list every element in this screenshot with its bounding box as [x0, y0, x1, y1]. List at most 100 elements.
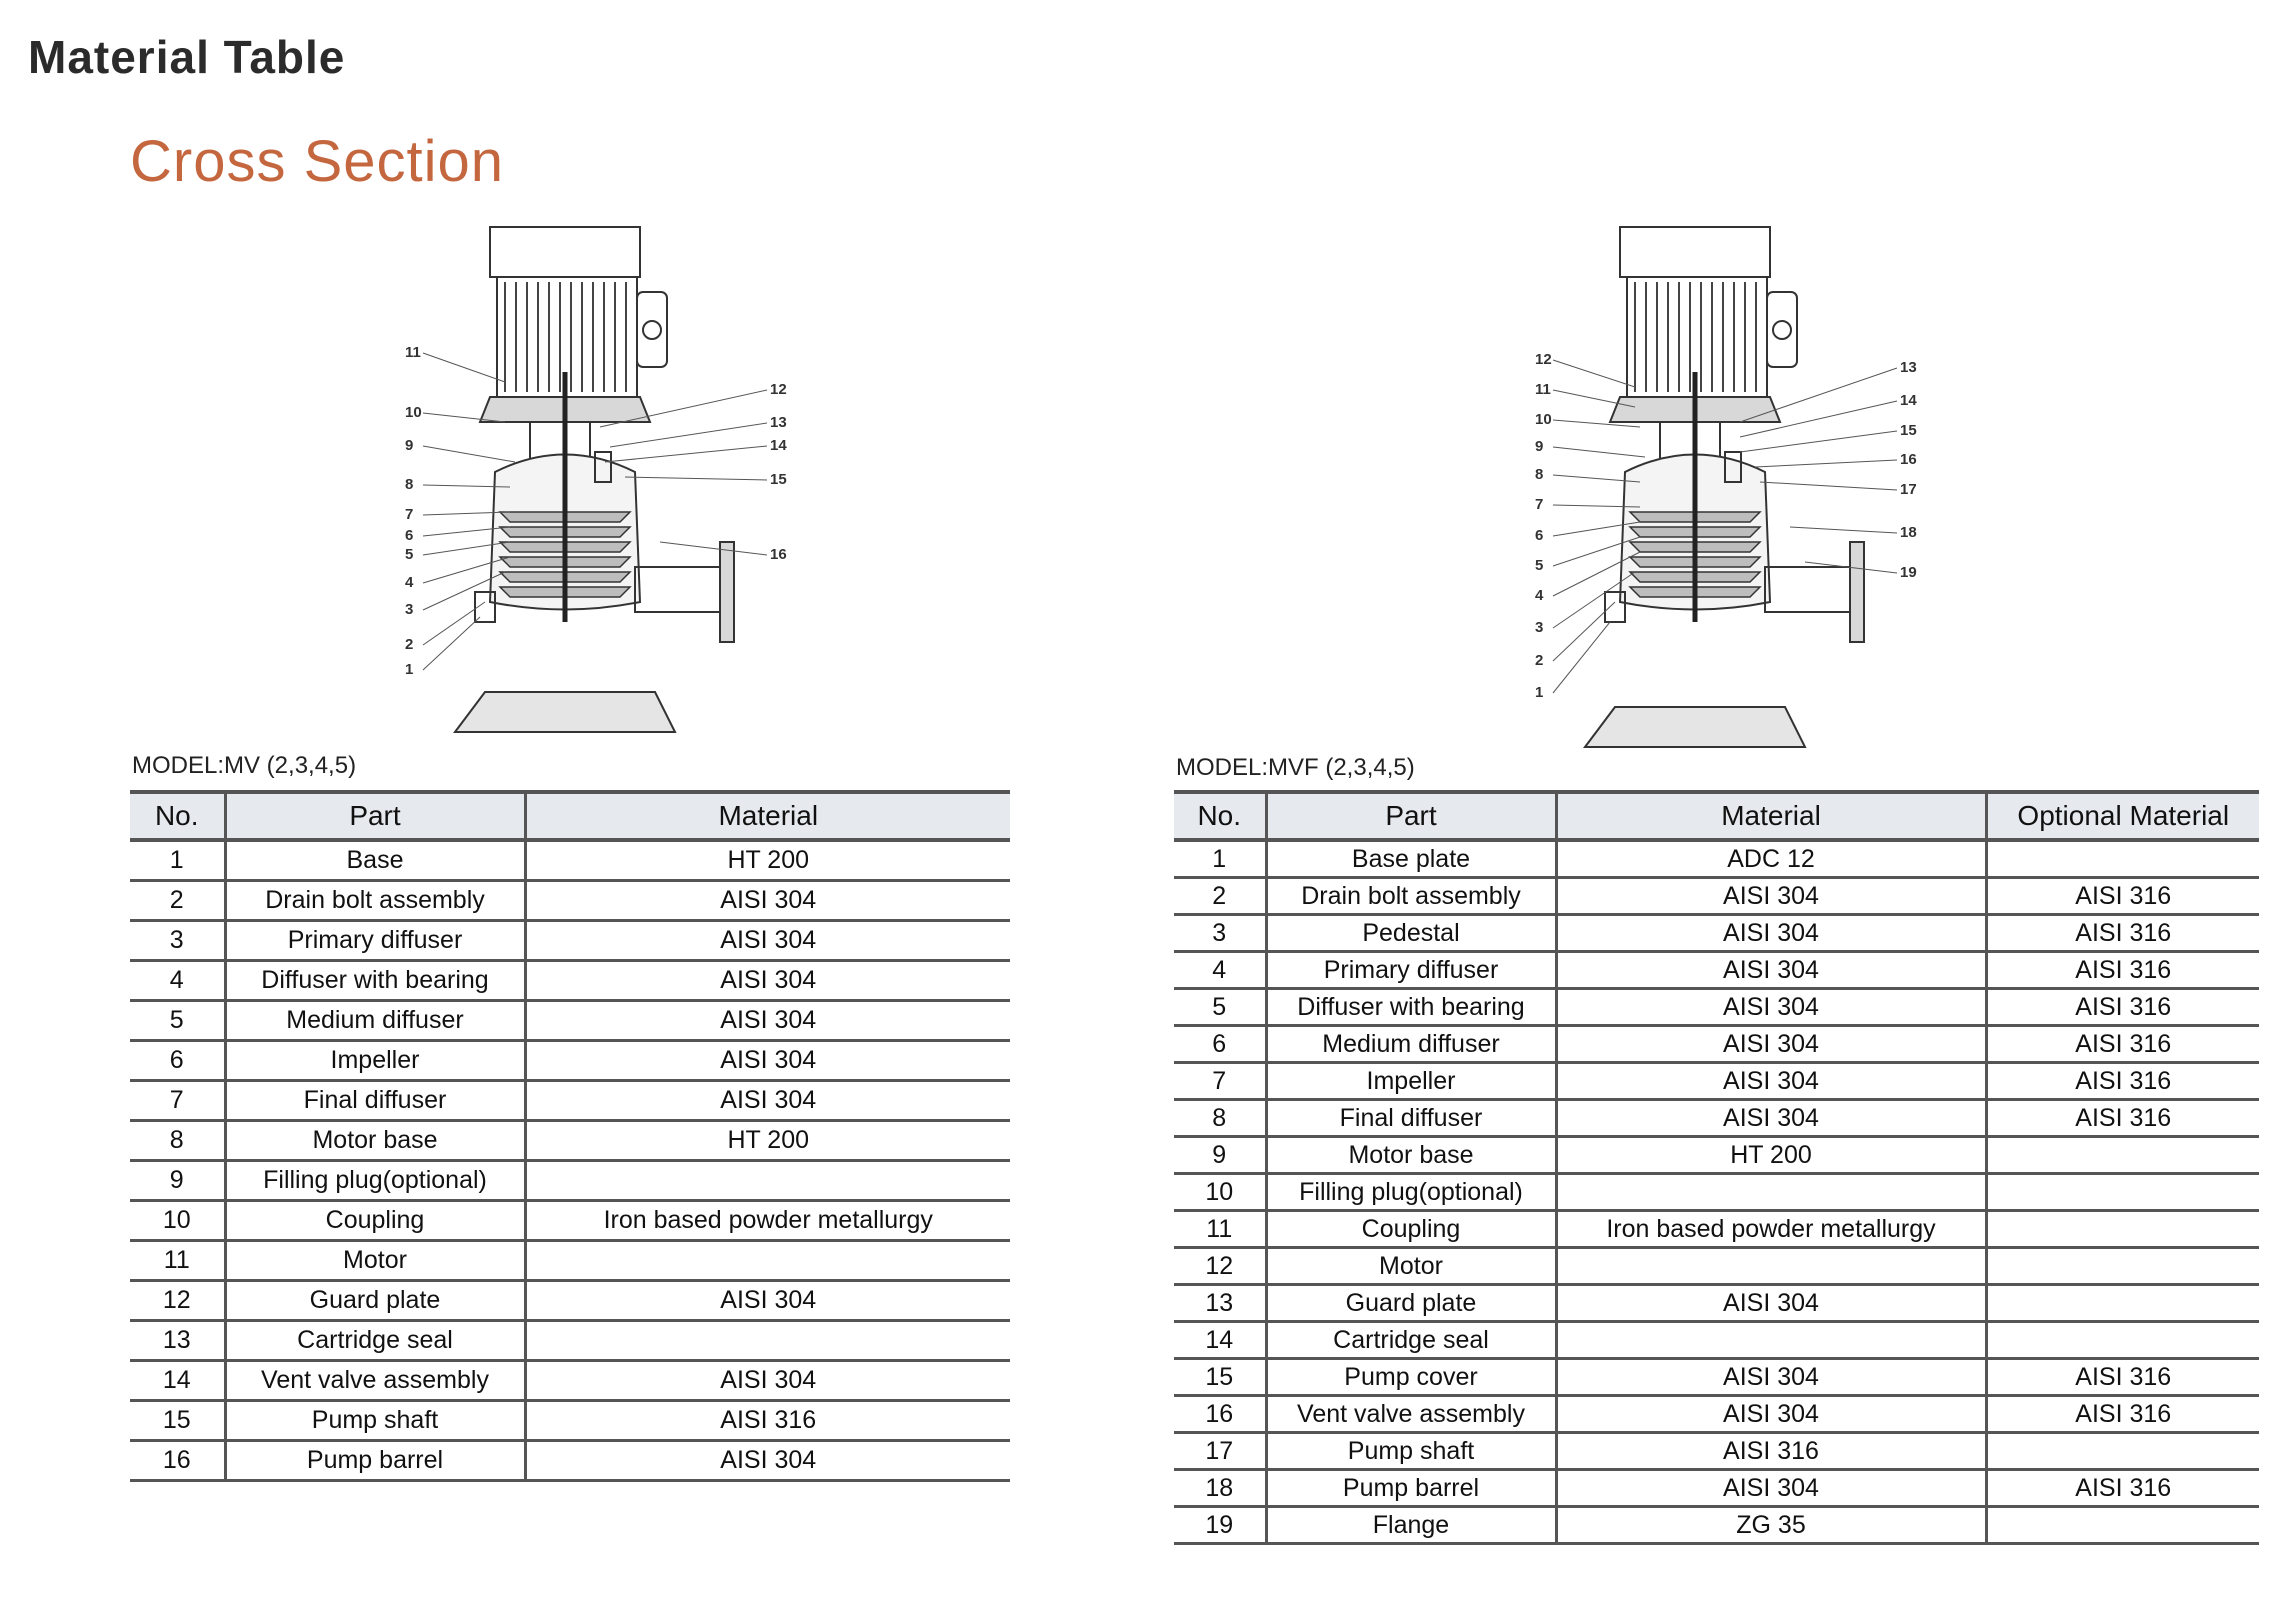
callout-leader: [1759, 481, 1898, 491]
cell-material: [523, 1240, 1010, 1282]
cell-no: 8: [1174, 1099, 1266, 1138]
motor-cap: [489, 226, 641, 278]
column-header-material: Material: [1554, 790, 1986, 842]
callout-leader: [422, 526, 511, 537]
cell-no: 1: [130, 840, 225, 882]
callout-leader: [1552, 551, 1641, 597]
callout-leader: [422, 616, 481, 671]
cell-material: ADC 12: [1554, 840, 1986, 879]
cell-no: 15: [1174, 1358, 1266, 1397]
cell-part: Pump shaft: [223, 1400, 525, 1442]
callout-leader: [422, 571, 506, 611]
cell-optional-material: [1984, 840, 2259, 879]
cell-no: 7: [1174, 1062, 1266, 1101]
cell-optional-material: AISI 316: [1984, 914, 2259, 953]
cell-optional-material: AISI 316: [1984, 1099, 2259, 1138]
cell-part: Base plate: [1264, 840, 1556, 879]
mvf-model-label: MODEL:MVF (2,3,4,5): [1176, 754, 1415, 781]
callout-label: 7: [1535, 496, 1543, 513]
cell-part: Pump barrel: [223, 1440, 525, 1482]
cell-part: Motor base: [223, 1120, 525, 1162]
outlet-pipe: [634, 566, 726, 613]
callout-label: 6: [1535, 527, 1543, 544]
cell-no: 3: [130, 920, 225, 962]
cell-material: AISI 304: [523, 1280, 1010, 1322]
callout-label: 10: [1535, 411, 1552, 428]
cell-optional-material: [1984, 1136, 2259, 1175]
cell-no: 3: [1174, 914, 1266, 953]
cell-no: 13: [1174, 1284, 1266, 1323]
callout-label: 1: [405, 661, 413, 678]
cell-no: 13: [130, 1320, 225, 1362]
callout-leader: [422, 601, 486, 646]
cell-material: AISI 304: [1554, 1099, 1986, 1138]
cell-optional-material: AISI 316: [1984, 1025, 2259, 1064]
callout-label: 14: [770, 437, 787, 454]
cell-material: AISI 304: [1554, 914, 1986, 953]
cell-no: 16: [130, 1440, 225, 1482]
cell-part: Motor: [1264, 1247, 1556, 1286]
cell-material: AISI 304: [1554, 1025, 1986, 1064]
cell-no: 11: [1174, 1210, 1266, 1249]
callout-leader: [1552, 474, 1641, 483]
cell-no: 1: [1174, 840, 1266, 879]
callout-label: 3: [405, 601, 413, 618]
cell-part: Diffuser with bearing: [223, 960, 525, 1002]
callout-leader: [1754, 459, 1898, 468]
cell-optional-material: AISI 316: [1984, 1358, 2259, 1397]
callout-label: 17: [1900, 481, 1917, 498]
drain-bolt: [474, 591, 496, 623]
callout-leader: [1552, 601, 1616, 662]
cell-optional-material: AISI 316: [1984, 951, 2259, 990]
cell-no: 2: [1174, 877, 1266, 916]
cell-no: 5: [1174, 988, 1266, 1027]
terminal-screw: [642, 320, 662, 340]
cell-part: Final diffuser: [223, 1080, 525, 1122]
cell-material: AISI 304: [523, 1440, 1010, 1482]
cell-material: AISI 304: [523, 960, 1010, 1002]
callout-label: 4: [405, 574, 414, 591]
cell-part: Flange: [1264, 1506, 1556, 1545]
callout-leader: [1552, 571, 1636, 629]
outlet-flange: [719, 541, 735, 643]
pump-base: [1583, 706, 1807, 748]
cell-material: AISI 316: [523, 1400, 1010, 1442]
cell-material: AISI 304: [1554, 1358, 1986, 1397]
callout-label: 11: [1535, 381, 1551, 398]
cell-no: 12: [130, 1280, 225, 1322]
cell-material: [523, 1160, 1010, 1202]
cell-part: Motor: [223, 1240, 525, 1282]
cell-no: 8: [130, 1120, 225, 1162]
cell-material: [523, 1320, 1010, 1362]
cell-optional-material: AISI 316: [1984, 1469, 2259, 1508]
cell-material: ZG 35: [1554, 1506, 1986, 1545]
callout-label: 15: [1900, 422, 1917, 439]
callout-label: 18: [1900, 524, 1917, 541]
cell-part: Pedestal: [1264, 914, 1556, 953]
callout-label: 2: [1535, 652, 1543, 669]
cell-part: Primary diffuser: [1264, 951, 1556, 990]
callout-label: 2: [405, 636, 413, 653]
callout-label: 14: [1900, 392, 1917, 409]
cell-part: Filling plug(optional): [1264, 1173, 1556, 1212]
column-header-part: Part: [223, 790, 525, 842]
cell-optional-material: [1984, 1432, 2259, 1471]
callout-label: 13: [1900, 359, 1917, 376]
cell-part: Drain bolt assembly: [1264, 877, 1556, 916]
cell-part: Filling plug(optional): [223, 1160, 525, 1202]
cell-material: AISI 304: [1554, 1395, 1986, 1434]
outlet-pipe: [1764, 566, 1856, 613]
vent-valve: [594, 451, 612, 483]
callout-leader: [422, 484, 511, 488]
